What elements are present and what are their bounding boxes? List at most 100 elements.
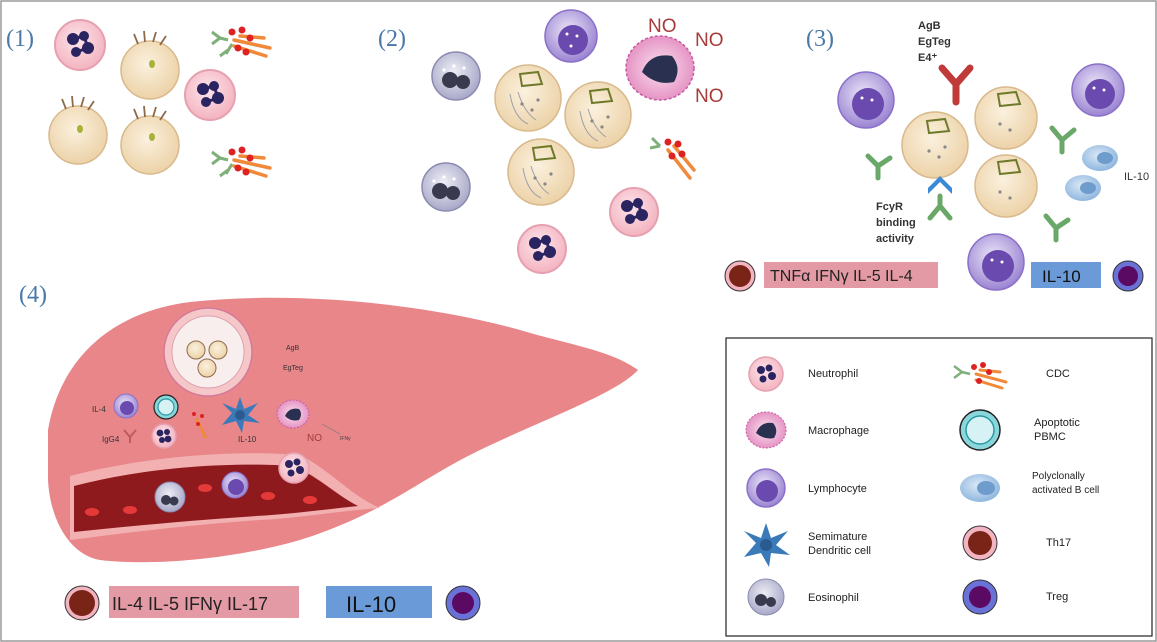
- antibody-icon: [938, 64, 974, 106]
- eosinophil-icon: [421, 162, 471, 212]
- no-liver-label: NO: [307, 433, 322, 444]
- protoscolex-icon: [974, 86, 1038, 150]
- legend-label-apoptotic-pbmc: Apoptotic PBMC: [1034, 417, 1083, 443]
- protoscolex-icon: [120, 105, 180, 175]
- pro-inflammatory-cytokine-bar: [764, 262, 938, 288]
- anti-inflammatory-cytokine: IL-10: [1042, 267, 1081, 286]
- protoscolex-icon: [507, 138, 575, 206]
- legend-box: [725, 337, 1153, 637]
- apoptotic-pbmc-icon: [959, 409, 1001, 451]
- legend: Neutrophil Macrophage Lymphocyte Semimat…: [725, 337, 1153, 637]
- fcyr-label: FcyR: [876, 201, 903, 213]
- protoscolex-icon: [186, 340, 228, 378]
- legend-label-macrophage: Macrophage: [808, 425, 869, 437]
- legend-label-lymphocyte: Lymphocyte: [808, 483, 867, 495]
- legend-label-treg: Treg: [1046, 591, 1068, 603]
- dendritic-cell-icon: [744, 523, 790, 567]
- anti-inflammatory-cytokine-bar: [326, 586, 432, 618]
- ifng-liver-label: IFNγ: [340, 436, 351, 442]
- cdc-icon: [649, 136, 696, 180]
- antibody-icon: [865, 125, 1077, 243]
- no-label: NO: [695, 30, 724, 51]
- legend-label-th17: Th17: [1046, 537, 1071, 549]
- b-cell-icon: [1065, 175, 1101, 201]
- protoscolex-icon: [974, 154, 1038, 218]
- dendritic-cell-icon: [222, 397, 260, 433]
- lymphocyte-icon: [544, 9, 598, 63]
- cdc-icon: [211, 146, 272, 178]
- anti-inflammatory-cytokine-bar: [1031, 262, 1101, 288]
- lymphocyte-icon: [967, 233, 1025, 291]
- legend-label-neutrophil: Neutrophil: [808, 368, 858, 380]
- il4-label: IL-4: [92, 405, 106, 414]
- neutrophil-icon: [278, 452, 310, 484]
- cdc-icon: [953, 362, 1008, 390]
- no-label: NO: [648, 16, 677, 37]
- pro-inflammatory-cytokine-bar: [109, 586, 299, 618]
- treg-icon: [445, 585, 481, 621]
- th17-icon: [962, 525, 998, 561]
- legend-label-b-cell: Polyclonally activated B cell: [1032, 471, 1099, 496]
- il10-liver-label: IL-10: [238, 435, 257, 444]
- pro-inflammatory-cytokines: TNFα IFNγ IL-5 IL-4: [770, 268, 913, 285]
- panel-2: NO NO NO: [421, 9, 724, 274]
- fcyr-label: activity: [876, 233, 915, 245]
- treg-icon: [1112, 260, 1144, 292]
- antigen-label-agb: AgB: [918, 20, 941, 32]
- hydatid-cyst: [171, 315, 245, 389]
- panel-4-label: (4): [19, 282, 47, 308]
- panel-4: AgB EgTeg IL-4 IgG4 IL-: [48, 297, 638, 621]
- panel-1: [48, 19, 272, 178]
- cdc-icon: [211, 26, 272, 58]
- protoscolex-icon: [564, 81, 632, 149]
- igg4-label: IgG4: [102, 435, 120, 444]
- legend-label-dendritic-cell: Semimature Dendritic cell: [808, 531, 871, 557]
- red-blood-cells: [85, 484, 317, 516]
- macrophage-icon: [745, 411, 787, 449]
- eosinophil-icon: [154, 481, 186, 513]
- panel-2-label: (2): [378, 26, 406, 52]
- fcyr-label: binding: [876, 217, 916, 229]
- neutrophil-icon: [609, 187, 659, 237]
- lymphocyte-icon: [837, 71, 895, 129]
- cdc-icon: [192, 412, 208, 439]
- th17-icon: [724, 260, 756, 292]
- b-cell-icon: [960, 474, 1000, 502]
- neutrophil-icon: [184, 69, 236, 121]
- eosinophil-icon: [747, 578, 785, 616]
- il10-label: IL-10: [1124, 171, 1149, 183]
- legend-label-eosinophil: Eosinophil: [808, 592, 859, 604]
- lymphocyte-icon: [113, 393, 139, 419]
- treg-icon: [962, 579, 998, 615]
- neutrophil-icon: [748, 356, 784, 392]
- panel-3: AgB EgTeg E4⁺: [724, 20, 1149, 292]
- b-cell-icon: [1082, 145, 1118, 171]
- macrophage-icon: [625, 35, 695, 101]
- pro-inflammatory-cytokines: IL-4 IL-5 IFNγ IL-17: [112, 594, 268, 614]
- arrow-line: [321, 423, 341, 435]
- anti-inflammatory-cytokine: IL-10: [346, 592, 396, 617]
- agb-label: AgB: [286, 345, 300, 352]
- macrophage-icon: [276, 399, 310, 429]
- lymphocyte-icon: [746, 468, 786, 508]
- neutrophil-icon: [151, 423, 177, 449]
- legend-label-cdc: CDC: [1046, 368, 1070, 380]
- neutrophil-icon: [54, 19, 106, 71]
- protoscolex-icon: [48, 95, 108, 165]
- protoscolex-icon: [120, 30, 180, 100]
- lymphocyte-icon: [1071, 63, 1125, 117]
- apoptotic-pbmc-icon: [153, 394, 179, 420]
- panel-3-label: (3): [806, 26, 834, 52]
- antigen-label-egteg: EgTeg: [918, 36, 951, 48]
- egteg-label: EgTeg: [283, 365, 303, 372]
- neutrophil-icon: [517, 224, 567, 274]
- panel-1-label: (1): [6, 26, 34, 52]
- protoscolex-icon: [494, 64, 562, 132]
- antigen-label-e4: E4⁺: [918, 52, 937, 64]
- th17-icon: [64, 585, 100, 621]
- eosinophil-icon: [431, 51, 481, 101]
- antibody-icon: [123, 429, 137, 443]
- protoscolex-icon: [901, 111, 969, 179]
